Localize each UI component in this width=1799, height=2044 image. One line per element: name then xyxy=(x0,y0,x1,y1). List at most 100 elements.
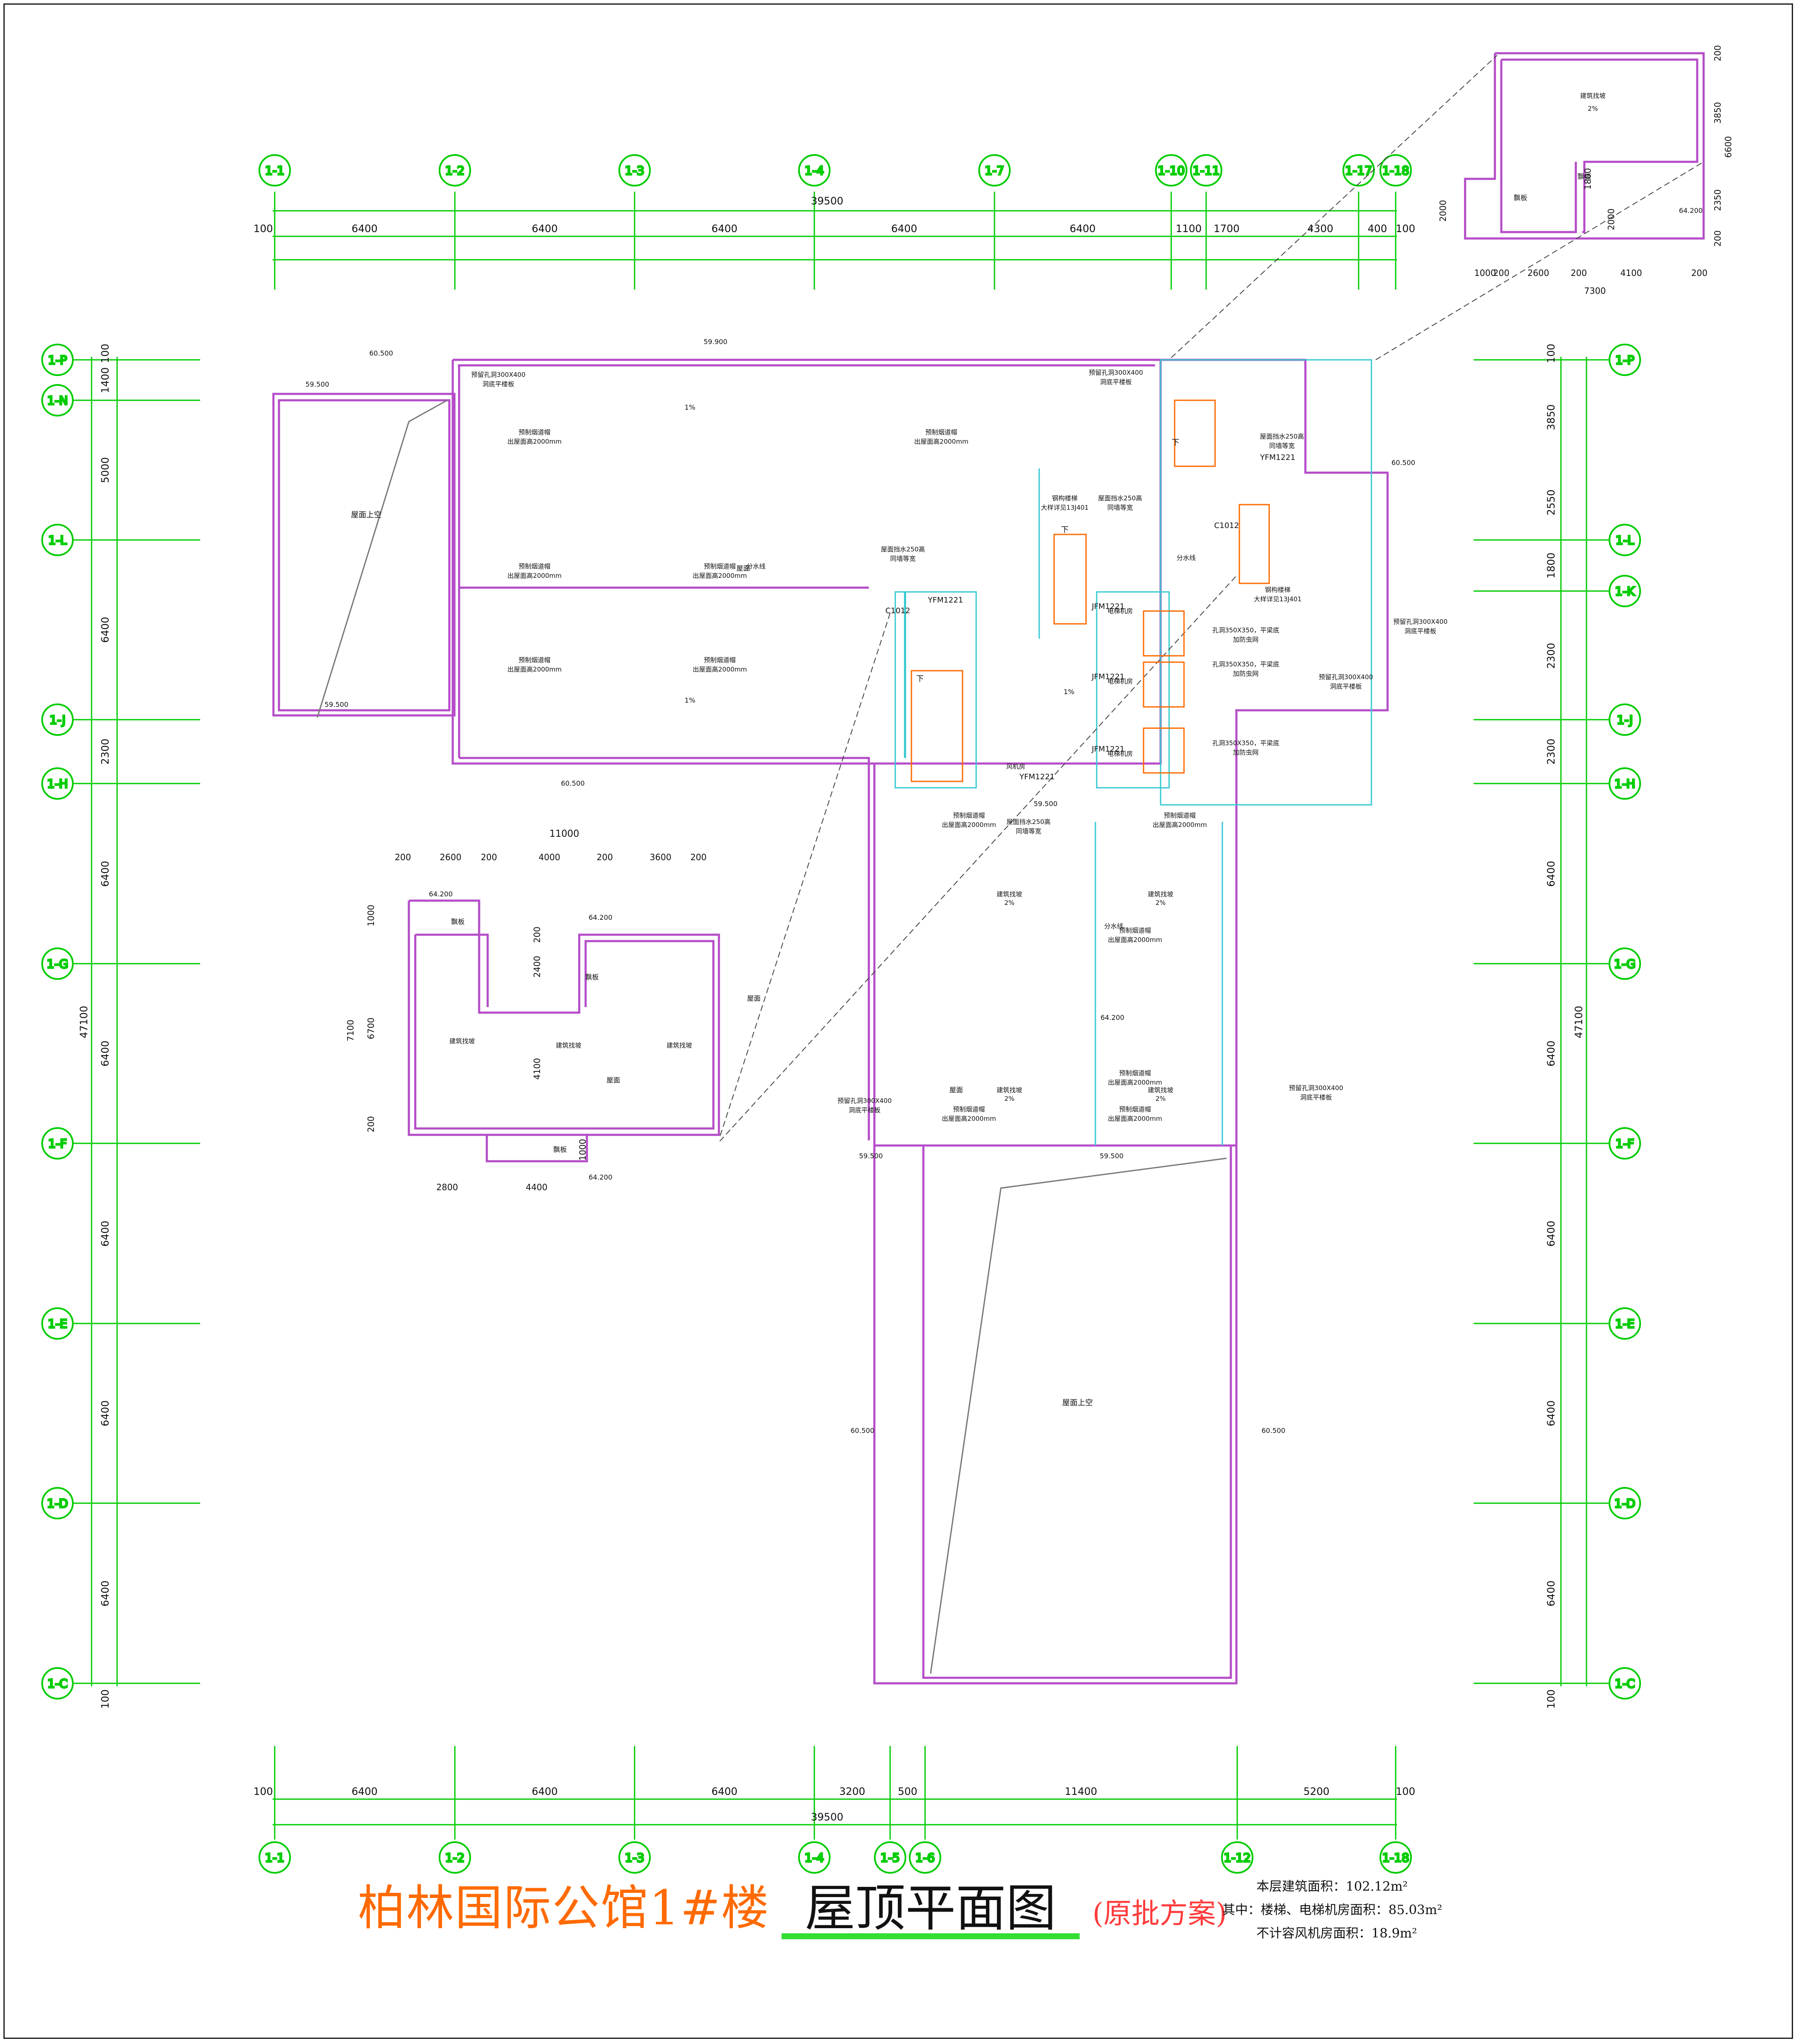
divide-label: 分水线 xyxy=(1176,554,1196,562)
detail-dim: 11000 xyxy=(549,829,579,839)
overflow-label: 屋面挡水250高 xyxy=(1260,433,1304,440)
dim-right-segment: 2300 xyxy=(1545,738,1557,764)
axis-label: 1-P xyxy=(1615,353,1635,367)
slope-label: 建筑找坡 xyxy=(997,890,1022,898)
elevation-mark: 64.200 xyxy=(1679,207,1703,215)
dim-right-segment: 6400 xyxy=(1545,1220,1557,1246)
elevation-mark: 60.500 xyxy=(1262,1427,1285,1435)
detail-dim: 1000 xyxy=(366,905,376,927)
side-hole-sub: 加防虫网 xyxy=(1233,636,1259,643)
detail-dim: 4000 xyxy=(539,852,560,862)
axis-label: 1-C xyxy=(1615,1677,1635,1691)
detail-dim: 1800 xyxy=(1583,168,1593,190)
detail-dim: 200 xyxy=(1713,45,1723,61)
chimney-height: 出屋面高2000mm xyxy=(507,438,561,445)
detail-dim: 1000 xyxy=(578,1139,588,1161)
total-area-text: 本层建筑面积：102.12m² xyxy=(1256,1879,1408,1894)
chimney-label: 预制烟道帽 xyxy=(953,1105,985,1113)
axis-label: 1-1 xyxy=(265,164,285,178)
steel-stair: 钢构楼梯 xyxy=(1265,586,1290,594)
dim-left-edge: 100 xyxy=(99,1689,111,1709)
axis-bubble-right: 1-H xyxy=(1609,767,1641,800)
detail-dim: 2000 xyxy=(1438,200,1448,222)
chimney-height: 出屋面高2000mm xyxy=(1108,1115,1162,1122)
detail-dim: 200 xyxy=(532,927,542,943)
axis-label: 1-L xyxy=(1615,533,1634,547)
axis-bubble-left: 1-F xyxy=(41,1127,74,1160)
axis-bubble-top: 1-17 xyxy=(1342,154,1375,187)
door-label: YFM1221 xyxy=(1260,453,1296,462)
title-underline xyxy=(782,1933,1080,1939)
axis-label: 1-N xyxy=(47,393,68,408)
slope-1: 1% xyxy=(1063,688,1074,696)
axis-bubble-right: 1-G xyxy=(1609,947,1641,980)
axis-label: 1-7 xyxy=(985,164,1004,178)
dim-left-segment: 2300 xyxy=(99,738,111,764)
roof-label: 屋面 xyxy=(606,1076,620,1084)
project-title: 柏林国际公馆1#楼 xyxy=(358,1880,770,1936)
dim-top-segment: 6400 xyxy=(532,223,558,235)
steel-stair: 钢构楼梯 xyxy=(1052,494,1078,502)
detail-dim: 7100 xyxy=(345,1020,356,1042)
detail-dim: 2600 xyxy=(440,852,462,862)
detail-dim: 1000 xyxy=(1474,268,1496,278)
overflow-sub: 同墙等宽 xyxy=(1107,504,1133,511)
elevation-mark: 59.500 xyxy=(1034,800,1058,808)
axis-bubble-left: 1-H xyxy=(41,767,74,800)
axis-label: 1-18 xyxy=(1382,1851,1409,1865)
chimney-height: 出屋面高2000mm xyxy=(693,572,747,580)
axis-bubble-left: 1-L xyxy=(41,524,74,556)
dim-right-segment: 3850 xyxy=(1545,404,1557,430)
detail-dim: 4400 xyxy=(526,1182,548,1192)
slope-1: 1% xyxy=(684,696,695,704)
axis-label: 1-D xyxy=(1614,1496,1635,1510)
roof-label: 屋面 xyxy=(747,994,761,1002)
axis-bubble-bottom: 1-5 xyxy=(874,1841,906,1874)
slope-label: 建筑找坡 xyxy=(997,1086,1022,1094)
elevation-mark: 59.500 xyxy=(305,380,329,388)
axis-label: 1-H xyxy=(47,777,68,791)
dim-top-segment: 4300 xyxy=(1307,223,1333,235)
divide-label: 分水线 xyxy=(1104,922,1123,930)
detail-dim: 200 xyxy=(395,852,411,862)
parapet-label: 飘板 xyxy=(451,918,465,926)
chimney-label: 预制烟道帽 xyxy=(704,656,736,664)
overflow-sub: 同墙等宽 xyxy=(1016,827,1041,835)
axis-label: 1-K xyxy=(1615,584,1635,598)
axis-bubble-bottom: 1-12 xyxy=(1221,1841,1253,1874)
detail-dim: 2000 xyxy=(1606,209,1616,230)
axis-label: 1-17 xyxy=(1345,164,1372,178)
dim-left-segment: 6400 xyxy=(99,1580,111,1606)
elevation-mark: 59.900 xyxy=(704,338,727,346)
axis-label: 1-4 xyxy=(805,164,824,178)
detail-dim: 6700 xyxy=(366,1018,376,1039)
chimney-label: 预制烟道帽 xyxy=(1164,812,1196,819)
chimney-height: 出屋面高2000mm xyxy=(693,666,747,673)
approval-note: (原批方案) xyxy=(1092,1897,1227,1930)
elevation-mark: 64.200 xyxy=(1101,1013,1124,1022)
hole-sub: 洞底平楼板 xyxy=(1404,627,1436,635)
axis-bubble-right: 1-E xyxy=(1609,1307,1641,1340)
hole-sub: 洞底平楼板 xyxy=(1300,1094,1332,1101)
elevator-room: 电梯机房 xyxy=(1107,678,1133,685)
axis-label: 1-D xyxy=(47,1496,68,1510)
parapet-label: 飘板 xyxy=(553,1145,567,1154)
dim-right-segment: 2300 xyxy=(1545,643,1557,669)
hole-label: 预留孔洞300X400 xyxy=(837,1097,892,1105)
dim-left-segment: 6400 xyxy=(99,1040,111,1066)
dim-left-total: 47100 xyxy=(78,1006,90,1038)
chimney-height: 出屋面高2000mm xyxy=(942,1115,996,1122)
slope-label: 建筑找坡 xyxy=(449,1037,475,1045)
